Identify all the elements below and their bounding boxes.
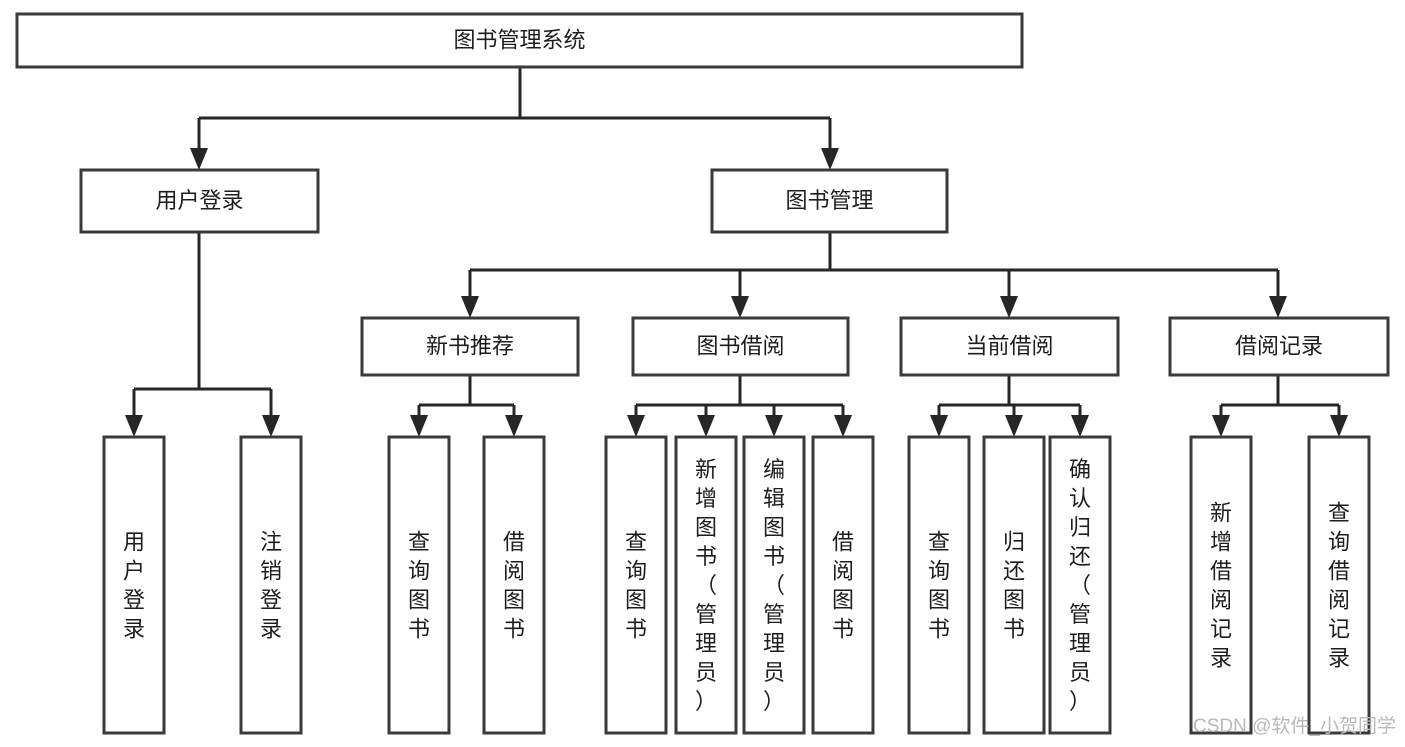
node-leaf-leaf-add-record[interactable]: 新增借阅记录 (1189, 435, 1253, 735)
connector-arrowhead (930, 415, 948, 437)
node-box[interactable] (742, 435, 806, 735)
node-box[interactable] (102, 435, 166, 735)
connector-arrowhead (125, 415, 143, 437)
node-label: 图书借阅 (696, 333, 784, 358)
node-leaf-leaf-borrow-book-1[interactable]: 借阅图书 (482, 435, 546, 735)
connector-arrowhead (1269, 296, 1287, 318)
connector-arrowhead (1330, 415, 1348, 437)
node-label: 编辑图书（管理员） (763, 457, 785, 714)
node-label: 归还图书 (1003, 530, 1025, 642)
connector-arrowhead (262, 415, 280, 437)
node-leaf-leaf-confirm-return[interactable]: 确认归还（管理员） (1048, 435, 1112, 735)
node-level2-user-login[interactable]: 用户登录 (79, 168, 320, 234)
node-box[interactable] (387, 435, 451, 735)
csdn-watermark: CSDN @软件_小贺同学 (1193, 715, 1396, 737)
node-box[interactable] (710, 168, 949, 234)
connector-arrowhead (821, 148, 839, 170)
node-label: 新增借阅记录 (1210, 501, 1232, 671)
connector-group (1219, 375, 1341, 417)
node-level2-book-manage[interactable]: 图书管理 (710, 168, 949, 234)
node-leaf-leaf-return-book[interactable]: 归还图书 (982, 435, 1046, 735)
connector-arrowhead (505, 415, 523, 437)
connector-arrowhead (1005, 415, 1023, 437)
connector-group (634, 375, 845, 417)
node-leaf-leaf-user-login[interactable]: 用户登录 (102, 435, 166, 735)
connector-group (468, 232, 1280, 298)
node-level3-new-book-recommend[interactable]: 新书推荐 (360, 316, 580, 377)
connector-group (417, 375, 516, 417)
node-label: 查询借阅记录 (1328, 501, 1350, 671)
node-box[interactable] (15, 12, 1024, 69)
connector-arrowhead (1212, 415, 1230, 437)
node-label: 新增图书（管理员） (695, 457, 717, 714)
node-box[interactable] (1168, 316, 1390, 377)
node-leaf-leaf-query-book-1[interactable]: 查询图书 (387, 435, 451, 735)
node-label: 查询图书 (408, 530, 430, 642)
node-box[interactable] (360, 316, 580, 377)
connector-group (132, 232, 273, 417)
connector-arrowhead (834, 415, 852, 437)
node-box[interactable] (239, 435, 303, 735)
node-box[interactable] (482, 435, 546, 735)
node-leaf-leaf-add-book[interactable]: 新增图书（管理员） (674, 435, 738, 735)
connector-arrowhead (765, 415, 783, 437)
node-label: 图书管理系统 (453, 27, 585, 52)
node-box[interactable] (899, 316, 1120, 377)
node-label: 查询图书 (625, 530, 647, 642)
node-box[interactable] (631, 316, 850, 377)
node-label: 当前借阅 (965, 333, 1053, 358)
node-box[interactable] (982, 435, 1046, 735)
connector-arrowhead (410, 415, 428, 437)
node-leaf-leaf-borrow-book-2[interactable]: 借阅图书 (811, 435, 875, 735)
node-level3-book-borrow[interactable]: 图书借阅 (631, 316, 850, 377)
node-leaf-leaf-query-book-3[interactable]: 查询图书 (907, 435, 971, 735)
node-root-book-management-system[interactable]: 图书管理系统 (15, 12, 1024, 69)
node-label: 确认归还（管理员） (1069, 457, 1091, 714)
node-leaf-leaf-user-logout[interactable]: 注销登录 (239, 435, 303, 735)
connector-arrowhead (1071, 415, 1089, 437)
node-box[interactable] (674, 435, 738, 735)
node-leaf-leaf-edit-book[interactable]: 编辑图书（管理员） (742, 435, 806, 735)
node-label: 查询图书 (928, 530, 950, 642)
node-label: 用户登录 (123, 530, 145, 642)
node-box[interactable] (811, 435, 875, 735)
connector-group (197, 67, 832, 150)
connector-arrowhead (697, 415, 715, 437)
node-box[interactable] (1048, 435, 1112, 735)
node-box[interactable] (79, 168, 320, 234)
node-label: 图书管理 (785, 188, 873, 213)
connector-arrowhead (461, 296, 479, 318)
node-box[interactable] (907, 435, 971, 735)
node-layer: 图书管理系统用户登录图书管理新书推荐图书借阅当前借阅借阅记录用户登录注销登录查询… (15, 12, 1390, 735)
connector-arrowhead (190, 148, 208, 170)
node-box[interactable] (1307, 435, 1371, 735)
connector-arrowhead (627, 415, 645, 437)
node-label: 注销登录 (260, 530, 282, 642)
node-label: 用户登录 (155, 188, 243, 213)
node-box[interactable] (604, 435, 668, 735)
node-label: 新书推荐 (426, 333, 514, 358)
connector-arrowhead (1000, 296, 1018, 318)
node-leaf-leaf-query-record[interactable]: 查询借阅记录 (1307, 435, 1371, 735)
node-label: 借阅记录 (1235, 333, 1323, 358)
node-level3-borrow-record[interactable]: 借阅记录 (1168, 316, 1390, 377)
connector-layer (125, 67, 1348, 437)
node-box[interactable] (1189, 435, 1253, 735)
node-label: 借阅图书 (503, 530, 525, 642)
connector-group (937, 375, 1082, 417)
connector-arrowhead (731, 296, 749, 318)
node-leaf-leaf-query-book-2[interactable]: 查询图书 (604, 435, 668, 735)
node-level3-current-borrow[interactable]: 当前借阅 (899, 316, 1120, 377)
node-label: 借阅图书 (832, 530, 854, 642)
